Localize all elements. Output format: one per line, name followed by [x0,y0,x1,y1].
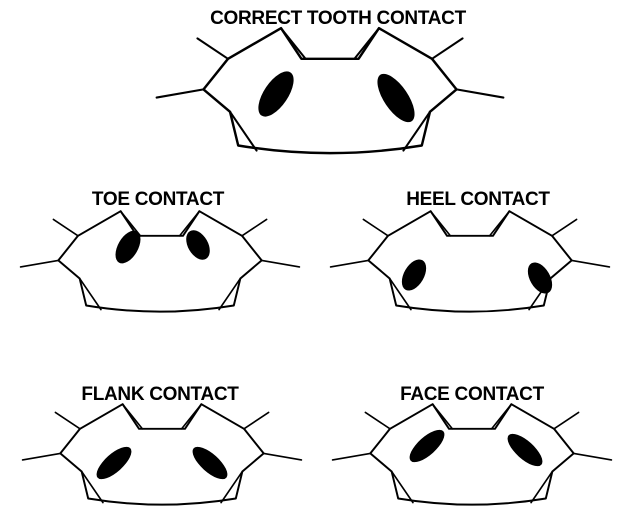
contact-patch-right [377,73,415,123]
panel-flank [21,403,303,506]
contact-patch-left [258,71,294,117]
panel-title-flank: FLANK CONTACT [81,384,239,405]
gear-section-toe [19,210,301,313]
contact-patch-right [527,262,553,294]
contact-patch-left [409,429,445,463]
contact-patch-left [401,259,427,291]
panel-title-face: FACE CONTACT [400,384,544,405]
panel-correct [155,26,505,155]
gear-section-correct [155,26,505,155]
panel-title-toe: TOE CONTACT [91,189,225,210]
panel-face [331,403,613,506]
panel-toe [19,210,301,313]
contact-patch-right [507,433,543,467]
gear-section-flank [21,403,303,506]
contact-patch-right [186,230,210,260]
contact-patch-left [96,446,132,480]
gear-section-face [331,403,613,506]
gear-section-heel [329,210,611,313]
panel-title-correct: CORRECT TOOTH CONTACT [210,8,466,29]
contact-patch-right [192,446,228,480]
panel-title-heel: HEEL CONTACT [406,189,550,210]
contact-patch-left [115,230,141,264]
panel-heel [329,210,611,313]
